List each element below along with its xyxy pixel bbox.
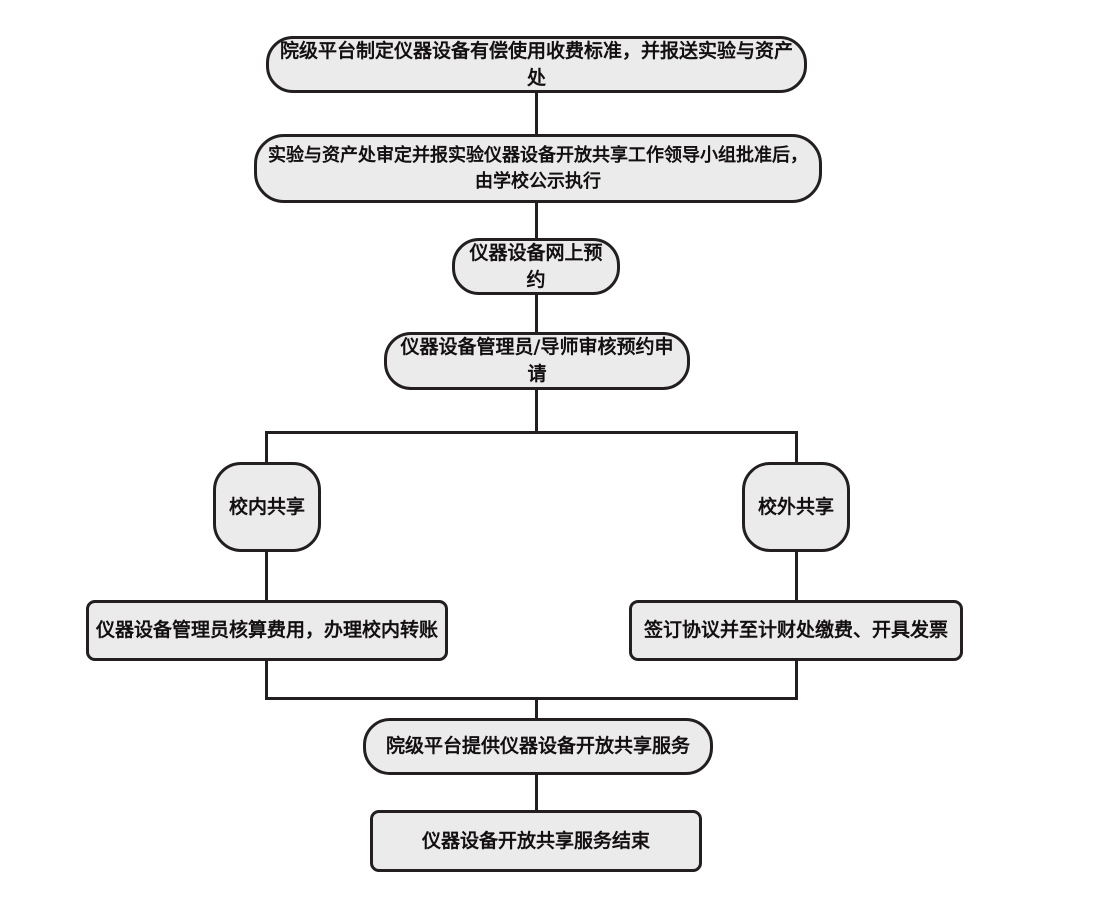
node-fee-standard: 院级平台制定仪器设备有偿使用收费标准，并报送实验与资产处: [266, 36, 807, 93]
connector-branch-split-horizontal: [265, 431, 798, 434]
connector-review-stem: [535, 390, 538, 434]
node-approval: 实验与资产处审定并报实验仪器设备开放共享工作领导小组批准后， 由学校公示执行: [254, 134, 822, 203]
connector-service-to-end: [535, 775, 538, 810]
connector-fee-standard-to-approval: [535, 93, 538, 134]
node-fee-standard-label: 院级平台制定仪器设备有偿使用收费标准，并报送实验与资产处: [279, 39, 793, 89]
connector-payment-to-merge: [795, 661, 798, 698]
connector-approval-to-online-booking: [535, 203, 538, 238]
connector-merge-horizontal: [265, 697, 798, 700]
node-review: 仪器设备管理员/导师审核预约申请: [384, 332, 690, 390]
connector-split-to-internal-sharing: [265, 431, 268, 462]
node-online-booking-label: 仪器设备网上预约: [469, 241, 603, 291]
connector-internal-sharing-to-billing: [265, 552, 268, 600]
node-internal-sharing: 校内共享: [213, 462, 321, 552]
node-internal-sharing-label: 校内共享: [228, 495, 305, 518]
connector-external-sharing-to-payment: [795, 552, 798, 600]
node-review-label: 仪器设备管理员/导师审核预约申请: [400, 336, 674, 385]
connector-split-to-external-sharing: [795, 431, 798, 462]
node-internal-billing: 仪器设备管理员核算费用，办理校内转账: [86, 600, 448, 661]
node-external-sharing-label: 校外共享: [757, 495, 834, 518]
node-end-label: 仪器设备开放共享服务结束: [421, 829, 650, 852]
connector-merge-to-service: [535, 697, 538, 718]
node-external-payment: 签订协议并至计财处缴费、开具发票: [629, 600, 963, 661]
node-end: 仪器设备开放共享服务结束: [370, 810, 702, 872]
node-service: 院级平台提供仪器设备开放共享服务: [363, 718, 713, 775]
node-online-booking: 仪器设备网上预约: [452, 238, 620, 295]
node-internal-billing-label: 仪器设备管理员核算费用，办理校内转账: [95, 619, 438, 642]
connector-billing-to-merge: [265, 661, 268, 698]
node-external-sharing: 校外共享: [742, 462, 850, 552]
node-service-label: 院级平台提供仪器设备开放共享服务: [385, 735, 690, 758]
connector-online-booking-to-review: [535, 295, 538, 332]
node-external-payment-label: 签订协议并至计财处缴费、开具发票: [643, 619, 948, 642]
node-approval-label: 实验与资产处审定并报实验仪器设备开放共享工作领导小组批准后， 由学校公示执行: [268, 145, 808, 192]
